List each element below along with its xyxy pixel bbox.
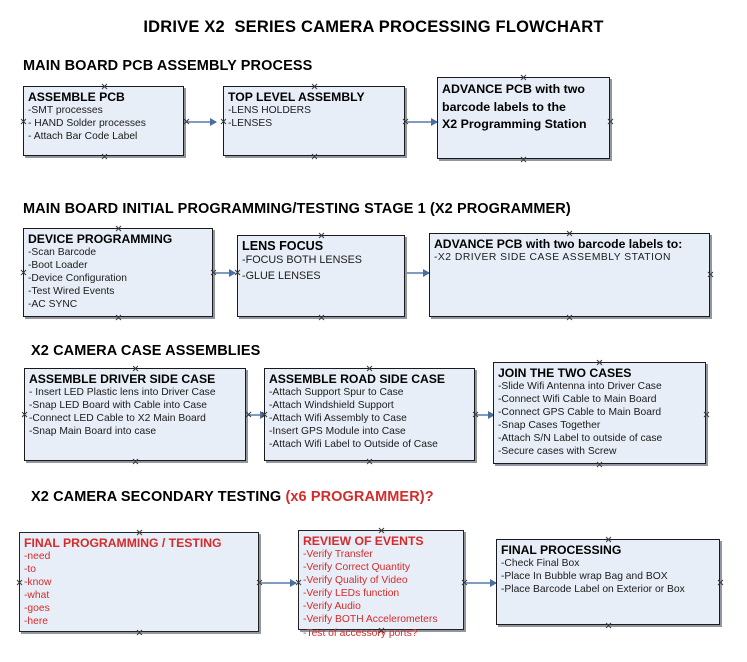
- box-title: REVIEW OF EVENTS: [303, 534, 424, 548]
- box-line: barcode labels to the: [442, 99, 566, 114]
- box-line: - Attach Bar Code Label: [28, 131, 138, 143]
- page-title: IDRIVE X2 SERIES CAMERA PROCESSING FLOWC…: [143, 18, 604, 36]
- box-line: -Verify Quality of Video: [303, 575, 408, 587]
- box-assemble-pcb[interactable]: ASSEMBLE PCB -SMT processes - HAND Solde…: [23, 86, 184, 156]
- connector-driver-case-to-road-case: [248, 411, 267, 419]
- box-title: JOIN THE TWO CASES: [498, 366, 632, 380]
- box-title: FINAL PROCESSING: [501, 543, 622, 557]
- box-top-level-assembly[interactable]: TOP LEVEL ASSEMBLY -LENS HOLDERS -LENSES: [223, 86, 405, 156]
- box-line: -Connect Wifi Cable to Main Board: [498, 394, 657, 406]
- section-title-accent: (x6 PROGRAMMER)?: [285, 489, 434, 505]
- box-line: -Attach Wifi Assembly to Case: [269, 413, 407, 425]
- box-line: - Insert LED Plastic lens into Driver Ca…: [29, 387, 216, 398]
- box-line: -Verify Correct Quantity: [303, 562, 411, 574]
- box-line: -what: [24, 590, 50, 602]
- box-review-of-events[interactable]: REVIEW OF EVENTS -Verify Transfer -Verif…: [298, 530, 464, 639]
- box-line: -know: [24, 577, 52, 589]
- box-title: DEVICE PROGRAMMING: [28, 232, 173, 246]
- box-assemble-driver-side-case[interactable]: ASSEMBLE DRIVER SIDE CASE - Insert LED P…: [24, 368, 246, 461]
- box-line: -Boot Loader: [28, 260, 88, 272]
- section-title-main-board-pcb-assembly: MAIN BOARD PCB ASSEMBLY PROCESS: [23, 58, 313, 74]
- box-line: -Scan Barcode: [28, 247, 97, 258]
- box-line: -Attach Windshield Support: [269, 400, 394, 412]
- box-line: -Place In Bubble wrap Bag and BOX: [501, 571, 668, 583]
- box-line: -Test of accessory ports?: [303, 627, 418, 639]
- box-line: -need: [24, 551, 51, 562]
- box-line: -GLUE LENSES: [242, 269, 321, 282]
- box-line: -Snap Main Board into case: [29, 426, 157, 438]
- box-line: -Attach Wifi Label to Outside of Case: [269, 439, 438, 451]
- box-line: -Insert GPS Module into Case: [269, 426, 406, 438]
- box-line: -SMT processes: [28, 105, 103, 116]
- box-line: -Attach Support Spur to Case: [269, 387, 404, 398]
- box-title: ADVANCE PCB with two: [442, 82, 585, 96]
- box-final-programming-testing[interactable]: FINAL PROGRAMMING / TESTING -need -to -k…: [19, 532, 259, 632]
- box-advance-pcb-programming-station[interactable]: ADVANCE PCB with two barcode labels to t…: [437, 77, 610, 159]
- box-line: -Verify Audio: [303, 601, 361, 613]
- connector-top-level-to-advance-pcb: [407, 118, 438, 126]
- box-device-programming[interactable]: DEVICE PROGRAMMING -Scan Barcode -Boot L…: [23, 228, 213, 317]
- box-final-processing[interactable]: FINAL PROCESSING -Check Final Box -Place…: [496, 539, 720, 625]
- box-line: - HAND Solder processes: [28, 118, 146, 130]
- box-line: -Check Final Box: [501, 558, 580, 569]
- box-line: -Attach S/N Label to outside of case: [498, 433, 663, 445]
- box-title: ADVANCE PCB with two barcode labels to:: [434, 237, 683, 251]
- section-title-x2-camera-secondary-testing: X2 CAMERA SECONDARY TESTING (x6 PROGRAMM…: [31, 489, 434, 505]
- connector-road-case-to-join-cases: [477, 411, 495, 419]
- box-line: -Verify LEDs function: [303, 588, 400, 600]
- box-line: -LENSES: [228, 118, 273, 130]
- box-line: -Verify BOTH Accelerometers: [303, 614, 438, 626]
- box-line: -Slide Wifi Antenna into Driver Case: [498, 381, 662, 392]
- box-line: -Verify Transfer: [303, 549, 373, 560]
- box-title: FINAL PROGRAMMING / TESTING: [24, 536, 222, 550]
- box-lens-focus[interactable]: LENS FOCUS -FOCUS BOTH LENSES -GLUE LENS…: [237, 235, 405, 317]
- box-line: -X2 DRIVER SIDE CASE ASSEMBLY STATION: [434, 252, 671, 263]
- connector-lens-focus-to-advance-pcb-driver: [407, 269, 430, 277]
- box-line: -Test Wired Events: [28, 286, 115, 298]
- box-title: ASSEMBLE PCB: [28, 90, 125, 104]
- box-join-the-two-cases[interactable]: JOIN THE TWO CASES -Slide Wifi Antenna i…: [493, 362, 706, 464]
- box-title: ASSEMBLE DRIVER SIDE CASE: [29, 372, 216, 386]
- connector-device-programming-to-lens-focus: [213, 269, 236, 277]
- box-line: -Connect GPS Cable to Main Board: [498, 407, 662, 419]
- box-line: -FOCUS BOTH LENSES: [242, 254, 362, 266]
- box-line: -Connect LED Cable to X2 Main Board: [29, 413, 206, 425]
- box-line: -Place Barcode Label on Exterior or Box: [501, 584, 685, 596]
- box-line: -here: [24, 616, 49, 628]
- box-line: -Secure cases with Screw: [498, 446, 617, 458]
- box-assemble-road-side-case[interactable]: ASSEMBLE ROAD SIDE CASE -Attach Support …: [264, 368, 475, 461]
- connector-assemble-pcb-to-top-level: [186, 118, 217, 126]
- box-title: TOP LEVEL ASSEMBLY: [228, 90, 365, 104]
- box-title: LENS FOCUS: [242, 239, 324, 253]
- box-title: ASSEMBLE ROAD SIDE CASE: [269, 372, 446, 386]
- section-title-text: X2 CAMERA SECONDARY TESTING: [31, 489, 286, 505]
- box-line: -Snap LED Board with Cable into Case: [29, 400, 208, 412]
- box-line: X2 Programming Station: [442, 117, 587, 131]
- section-title-x2-camera-case-assemblies: X2 CAMERA CASE ASSEMBLIES: [31, 343, 261, 359]
- box-advance-pcb-driver-side[interactable]: ADVANCE PCB with two barcode labels to: …: [429, 233, 710, 317]
- box-line: -LENS HOLDERS: [228, 105, 311, 116]
- box-line: -Snap Cases Together: [498, 420, 601, 432]
- connector-final-programming-to-review-of-events: [261, 579, 297, 587]
- box-line: -to: [24, 564, 37, 576]
- box-line: -goes: [24, 603, 50, 615]
- box-line: -AC SYNC: [28, 299, 78, 311]
- connector-review-of-events-to-final-processing: [466, 579, 497, 587]
- box-line: -Device Configuration: [28, 273, 128, 285]
- section-title-main-board-initial-programming: MAIN BOARD INITIAL PROGRAMMING/TESTING S…: [23, 201, 571, 217]
